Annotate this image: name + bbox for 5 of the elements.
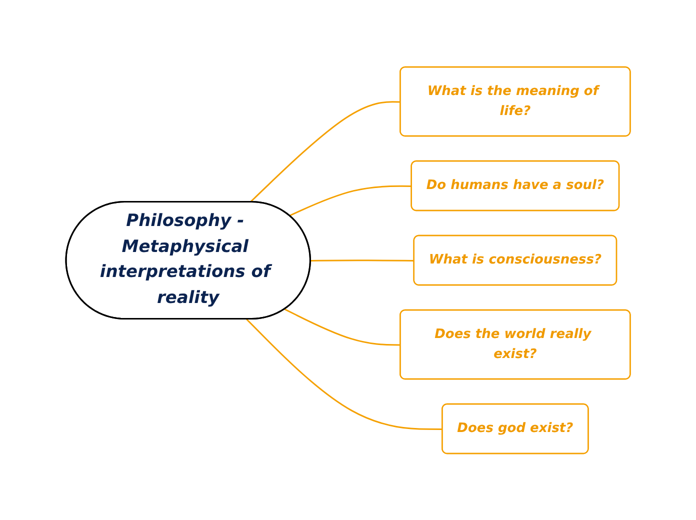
connector	[289, 185, 412, 216]
connector	[310, 259, 414, 262]
connector	[284, 308, 401, 346]
connector	[246, 318, 443, 430]
connector	[250, 100, 401, 203]
